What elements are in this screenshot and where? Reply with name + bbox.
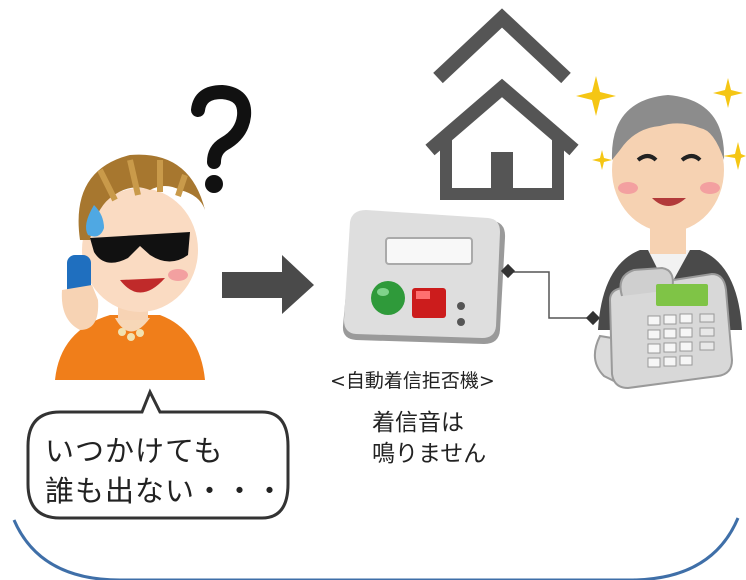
frame-border: [12, 517, 740, 580]
speech-text-line2: 誰も出ない・・・: [45, 474, 286, 508]
sparkle-icon: [576, 76, 746, 170]
speech-bubble: [26, 388, 290, 520]
telephone-icon: [593, 266, 734, 390]
caller-illustration: [55, 154, 205, 380]
connector-line: [509, 271, 590, 319]
house-icon: [425, 8, 579, 200]
question-mark-icon: [191, 84, 252, 193]
arrow-right-icon: [222, 255, 314, 314]
ringtone-note-line2: 鳴りません: [372, 441, 487, 467]
speech-text-line1: いつかけても: [45, 434, 224, 468]
ringtone-note-line1: 着信音は: [372, 410, 464, 436]
call-blocker-device-icon: [342, 210, 506, 344]
device-caption: <自動着信拒否機>: [330, 370, 495, 392]
